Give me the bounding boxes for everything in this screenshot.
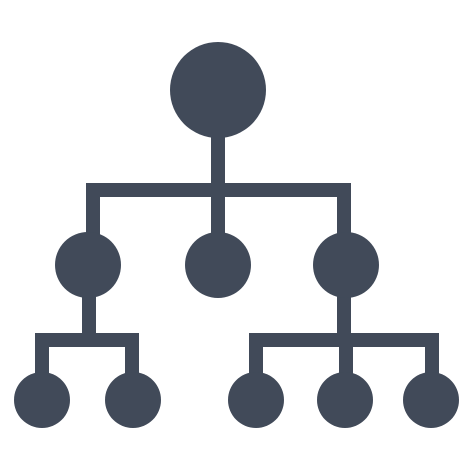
right-branch-drop-b xyxy=(339,333,353,383)
level1-center-drop xyxy=(211,183,225,243)
level1-right-drop xyxy=(337,183,351,243)
left-child-stem xyxy=(82,285,96,345)
level1-left-node-circle xyxy=(55,232,121,298)
icon-shape-group xyxy=(14,42,459,428)
level1-right-node-circle xyxy=(313,232,379,298)
leaf-node-circle-5 xyxy=(403,372,459,428)
right-branch-drop-a xyxy=(249,333,263,383)
leaf-node-circle-4 xyxy=(317,372,373,428)
right-child-stem xyxy=(337,285,351,345)
left-branch-drop-b xyxy=(125,333,139,383)
leaf-node-circle-3 xyxy=(228,372,284,428)
leaf-node-circle-1 xyxy=(14,372,70,428)
leaf-node-circle-2 xyxy=(105,372,161,428)
left-branch-bar xyxy=(35,333,139,347)
right-branch-drop-c xyxy=(425,333,439,383)
level1-left-drop xyxy=(86,183,100,243)
root-node-circle xyxy=(170,42,266,138)
left-branch-drop-a xyxy=(35,333,49,383)
level1-center-node-circle xyxy=(185,232,251,298)
root-stem xyxy=(211,125,225,195)
